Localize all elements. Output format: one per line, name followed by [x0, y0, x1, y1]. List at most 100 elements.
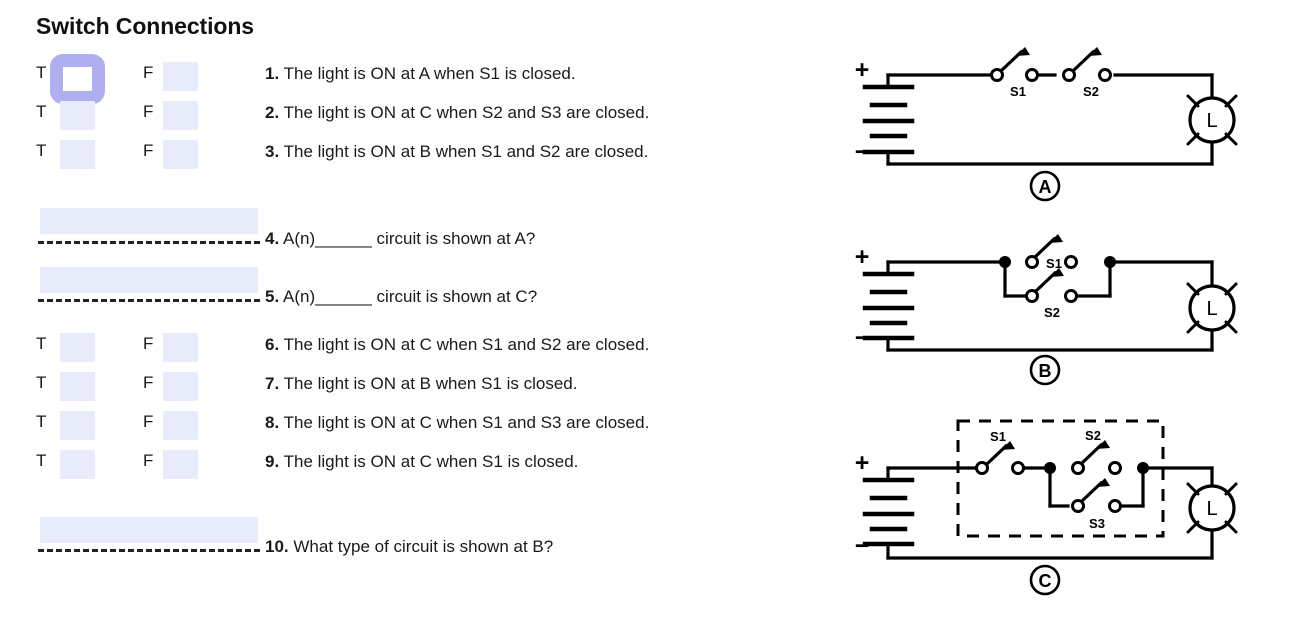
true-label-6: T — [36, 334, 47, 353]
blank-rule-10 — [38, 549, 260, 552]
circuit-caption-c: C — [1039, 571, 1052, 591]
contact-s1-right — [1025, 68, 1039, 82]
contact-b-s2-left — [1025, 289, 1039, 303]
question-row-4: 4. A(n)______ circuit is shown at A? — [0, 205, 840, 255]
true-label-9: T — [36, 451, 47, 470]
worksheet-panel: Switch Connections T F 1. The light is O… — [0, 13, 840, 565]
junction-b-left — [999, 256, 1011, 268]
question-body-1: The light is ON at A when S1 is closed. — [283, 64, 576, 83]
question-text-9: 9. The light is ON at C when S1 is close… — [265, 450, 578, 474]
question-number-4: 4. — [265, 229, 280, 248]
question-number-3: 3. — [265, 142, 280, 161]
circuit-diagrams-panel: L + − S1 S2 A — [840, 0, 1307, 619]
switch-label-a-s2: S2 — [1083, 84, 1099, 99]
switch-label-b-s2: S2 — [1044, 305, 1060, 320]
true-field-3[interactable] — [60, 140, 95, 169]
battery-minus-c: − — [855, 532, 870, 560]
question-body-7: The light is ON at B when S1 is closed. — [283, 374, 578, 393]
contact-s2-left — [1062, 68, 1076, 82]
question-body-9: The light is ON at C when S1 is closed. — [283, 452, 579, 471]
true-field-6[interactable] — [60, 333, 95, 362]
contact-c-s2-left — [1071, 461, 1085, 475]
lamp-label-b: L — [1206, 298, 1217, 320]
false-field-6[interactable] — [163, 333, 198, 362]
switch-label-c-s3: S3 — [1089, 516, 1105, 531]
question-number-8: 8. — [265, 413, 280, 432]
false-field-8[interactable] — [163, 411, 198, 440]
true-label-1: T — [36, 63, 47, 82]
circuit-caption-a: A — [1039, 177, 1052, 197]
false-field-1[interactable] — [163, 62, 198, 91]
lamp-b — [1188, 284, 1236, 332]
question-number-6: 6. — [265, 335, 280, 354]
true-field-2[interactable] — [60, 101, 95, 130]
junction-c-right — [1137, 462, 1149, 474]
circuit-a-svg: L + − S1 S2 A — [855, 47, 1238, 202]
battery-plus-c: + — [855, 449, 870, 477]
true-label-2: T — [36, 102, 47, 121]
true-field-1[interactable] — [50, 54, 105, 104]
lamp-label-c: L — [1206, 498, 1217, 520]
true-field-9[interactable] — [60, 450, 95, 479]
battery-plus-a: + — [855, 56, 870, 84]
false-label-2: F — [143, 102, 154, 121]
blank-field-4[interactable] — [40, 208, 258, 234]
true-label-3: T — [36, 141, 47, 160]
question-number-9: 9. — [265, 452, 280, 471]
battery-minus-b: − — [855, 324, 870, 352]
blank-field-10[interactable] — [40, 517, 258, 543]
question-text-2: 2. The light is ON at C when S2 and S3 a… — [265, 101, 649, 125]
circuit-diagram-b: L + − S1 S2 B — [840, 228, 1307, 403]
false-field-2[interactable] — [163, 101, 198, 130]
contact-c-s1-right — [1011, 461, 1025, 475]
question-row-8: T F 8. The light is ON at C when S1 and … — [0, 403, 840, 441]
question-text-5: 5. A(n)______ circuit is shown at C? — [265, 285, 537, 309]
contact-b-s1-right — [1064, 255, 1078, 269]
lamp-label-a: L — [1206, 110, 1217, 132]
contact-c-s2-right — [1108, 461, 1122, 475]
dashed-group-box-c — [956, 419, 1165, 538]
question-row-5: 5. A(n)______ circuit is shown at C? — [0, 265, 840, 315]
contact-c-s1-left — [975, 461, 989, 475]
circuit-caption-b: B — [1039, 361, 1052, 381]
contact-b-s2-right — [1064, 289, 1078, 303]
question-text-6: 6. The light is ON at C when S1 and S2 a… — [265, 333, 649, 357]
circuit-c-svg: L + − S1 S2 S3 C — [855, 419, 1238, 596]
question-text-7: 7. The light is ON at B when S1 is close… — [265, 372, 577, 396]
switch-label-b-s1: S1 — [1046, 256, 1062, 271]
switch-label-c-s1: S1 — [990, 429, 1006, 444]
true-field-7[interactable] — [60, 372, 95, 401]
battery-minus-a: − — [855, 138, 870, 166]
question-number-1: 1. — [265, 64, 280, 83]
circuit-caption-ring-b — [1029, 354, 1061, 386]
blank-field-5[interactable] — [40, 267, 258, 293]
question-row-10: 10. What type of circuit is shown at B? — [0, 515, 840, 565]
lamp-c — [1188, 484, 1236, 532]
switch-label-c-s2: S2 — [1085, 428, 1101, 443]
false-label-1: F — [143, 63, 154, 82]
question-number-2: 2. — [265, 103, 280, 122]
contact-s2-right — [1098, 68, 1112, 82]
question-number-5: 5. — [265, 287, 280, 306]
false-field-9[interactable] — [163, 450, 198, 479]
false-field-3[interactable] — [163, 140, 198, 169]
question-body-8: The light is ON at C when S1 and S3 are … — [283, 413, 650, 432]
question-body-5: A(n)______ circuit is shown at C? — [282, 287, 538, 306]
true-field-8[interactable] — [60, 411, 95, 440]
false-label-7: F — [143, 373, 154, 392]
junction-b-right — [1104, 256, 1116, 268]
question-row-2: T F 2. The light is ON at C when S2 and … — [0, 93, 840, 131]
question-text-1: 1. The light is ON at A when S1 is close… — [265, 62, 576, 86]
lamp-a — [1188, 96, 1236, 144]
question-row-6: T F 6. The light is ON at C when S1 and … — [0, 325, 840, 363]
false-field-7[interactable] — [163, 372, 198, 401]
true-label-7: T — [36, 373, 47, 392]
circuit-caption-ring-a — [1029, 170, 1061, 202]
question-row-3: T F 3. The light is ON at B when S1 and … — [0, 132, 840, 170]
question-row-1: T F 1. The light is ON at A when S1 is c… — [0, 54, 840, 104]
contact-s1-left — [990, 68, 1004, 82]
question-body-3: The light is ON at B when S1 and S2 are … — [283, 142, 649, 161]
question-number-7: 7. — [265, 374, 280, 393]
false-label-9: F — [143, 451, 154, 470]
contact-c-s3-left — [1071, 499, 1085, 513]
